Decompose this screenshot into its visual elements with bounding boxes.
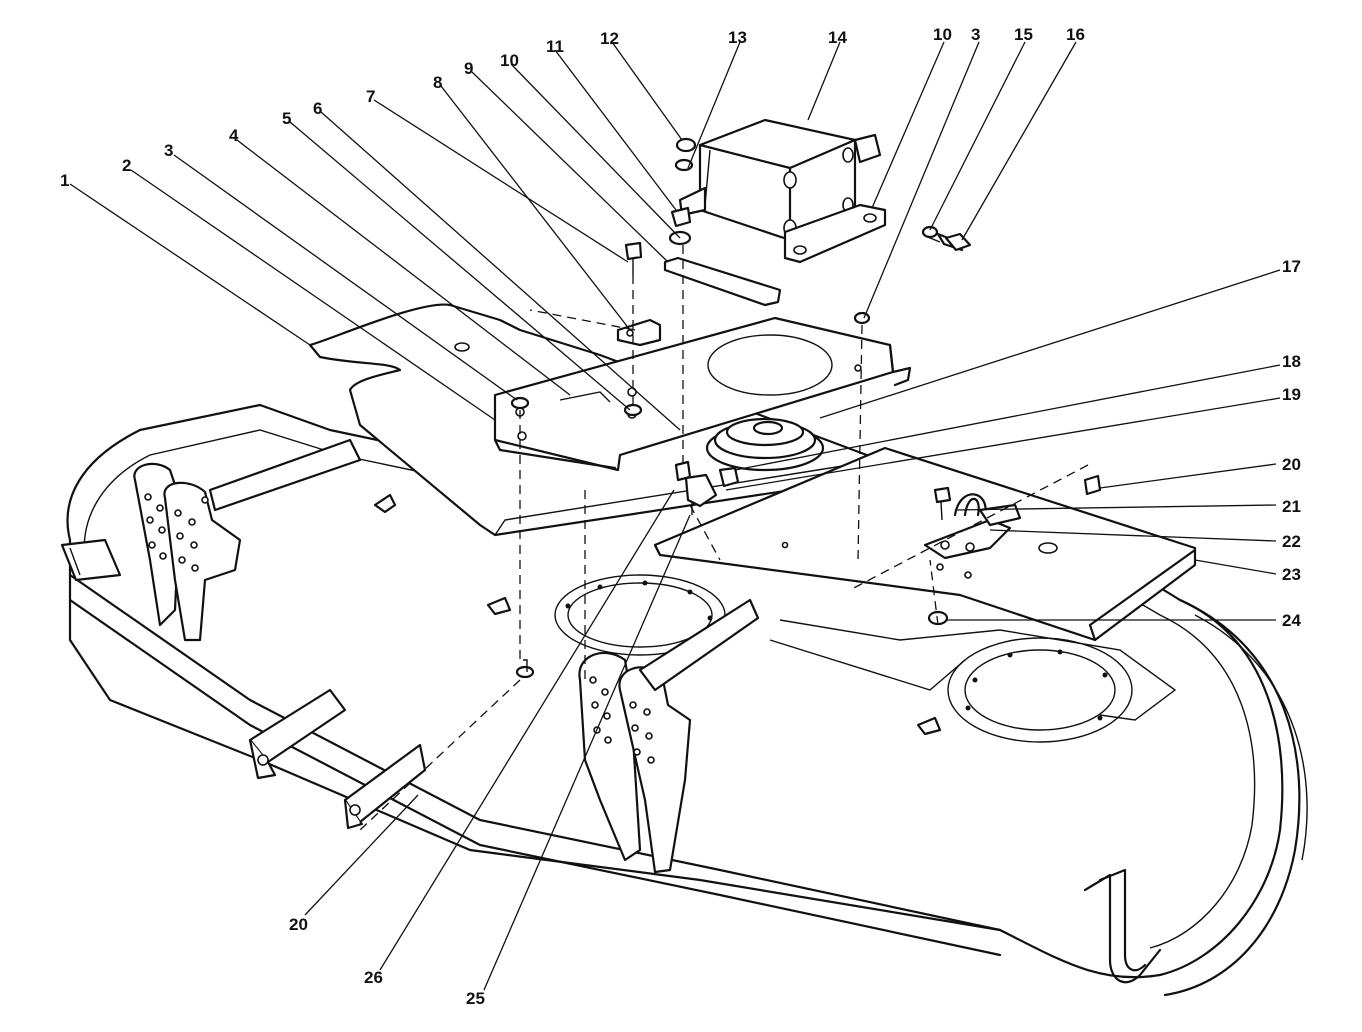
callout-19: 19 [1282,385,1301,404]
nut-6 [623,403,643,417]
callout-23: 23 [1282,565,1301,584]
callout-12: 12 [600,29,619,48]
lock-nut-12 [675,137,697,153]
nut-20-lower [515,665,535,679]
callout-10-right: 10 [933,25,952,44]
callout-13: 13 [728,28,747,47]
callout-7: 7 [366,87,375,106]
hardware [510,137,1102,679]
gearbox [678,118,887,264]
callout-4: 4 [229,126,239,145]
center-height-bracket [578,598,760,874]
callout-18: 18 [1282,352,1301,371]
idler-pulley [705,417,825,472]
callout-21: 21 [1282,497,1301,516]
belt-guide-strap [663,256,782,307]
callout-1: 1 [60,171,69,190]
callout-20-right: 20 [1282,455,1301,474]
callout-8: 8 [433,73,442,92]
idler-mounting-plate [493,316,912,472]
callout-3-right: 3 [971,25,980,44]
tension-bracket [923,486,1022,560]
callout-24: 24 [1282,611,1301,630]
washer-3 [921,225,939,239]
callout-labels: 1 2 3 4 5 6 7 8 9 10 11 12 13 14 10 3 15… [60,25,1301,1008]
nut-10 [853,311,871,325]
callout-15: 15 [1014,25,1033,44]
callout-16: 16 [1066,25,1085,44]
front-hitch-arms [60,538,427,830]
callout-17: 17 [1282,257,1301,276]
spacer-25 [684,473,718,508]
left-height-bracket [133,438,362,642]
callout-25: 25 [466,989,485,1008]
callout-3: 3 [164,141,173,160]
callout-22: 22 [1282,532,1301,551]
nut-2 [510,396,530,410]
assembly-lines [359,245,1089,831]
callout-14: 14 [828,28,847,47]
callout-10: 10 [500,51,519,70]
leader-lines [69,41,1281,991]
bolt-6 [624,241,643,261]
guide-19 [718,466,740,488]
callout-26: 26 [364,968,383,987]
callout-11: 11 [546,37,564,56]
callout-20-bottom: 20 [289,915,308,934]
callout-9: 9 [464,59,473,78]
spacer-9 [670,206,692,228]
callout-6: 6 [313,99,322,118]
callout-2: 2 [122,156,131,175]
callout-5: 5 [282,109,291,128]
bolt-16-head [944,232,972,252]
small-bracket [616,318,662,347]
bolt-20 [1083,474,1102,496]
